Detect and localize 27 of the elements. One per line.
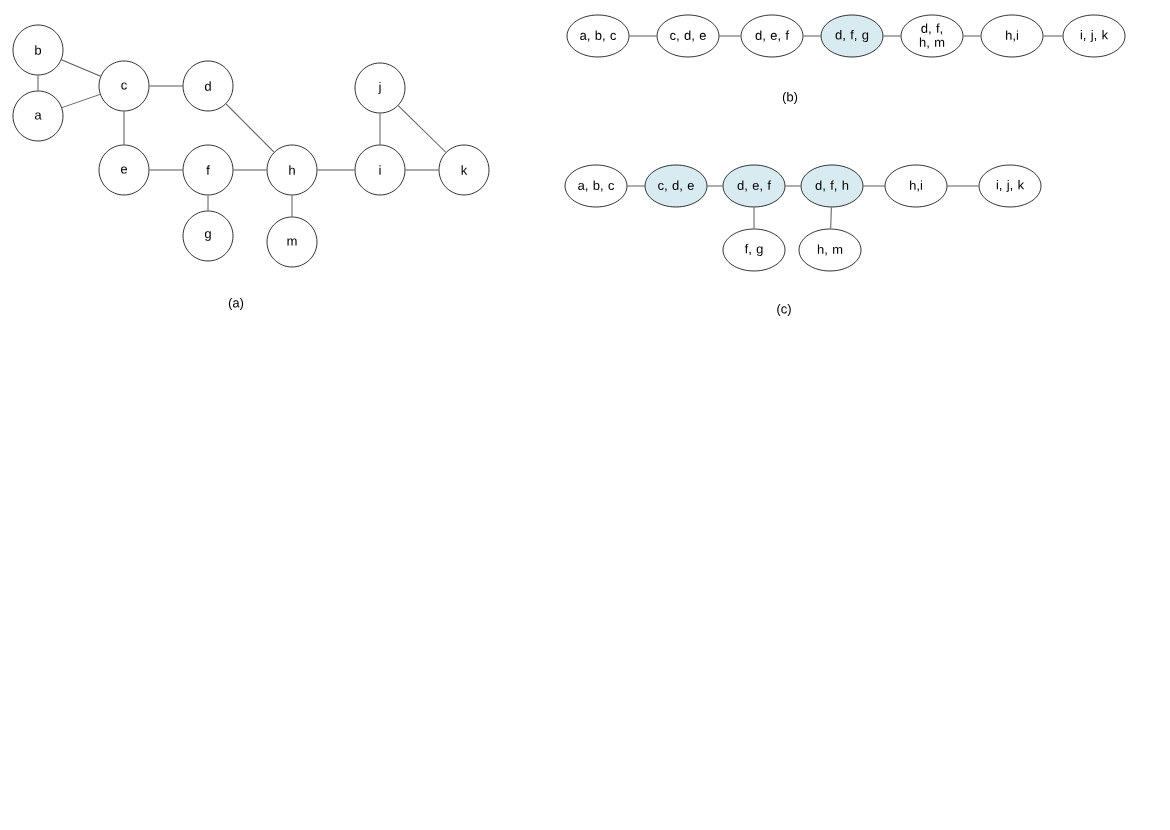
connector-line: [37, 74, 39, 92]
connector-line: [123, 110, 125, 146]
connector-line: [60, 59, 102, 77]
connector-line: [946, 185, 980, 187]
connector-line: [802, 35, 822, 37]
connector-line: [718, 35, 742, 37]
connector-line: [962, 35, 982, 37]
connector-line: [397, 105, 447, 153]
connector-line: [882, 35, 902, 37]
connector-line: [706, 185, 724, 187]
connector-line: [61, 93, 101, 109]
connector-line: [379, 112, 381, 146]
connector-line: [207, 194, 209, 212]
connector-line: [753, 206, 755, 230]
connector-line: [830, 206, 832, 230]
connector-line: [148, 169, 184, 171]
connector-line: [626, 185, 646, 187]
connector-line: [148, 85, 184, 87]
connector-line: [225, 103, 275, 153]
connector-line: [784, 185, 802, 187]
connector-line: [862, 185, 886, 187]
connector-line: [628, 35, 658, 37]
connector-line: [316, 169, 356, 171]
connector-line: [232, 169, 268, 171]
connector-line: [1042, 35, 1064, 37]
connector-line: [291, 194, 293, 218]
connector-line: [404, 169, 440, 171]
